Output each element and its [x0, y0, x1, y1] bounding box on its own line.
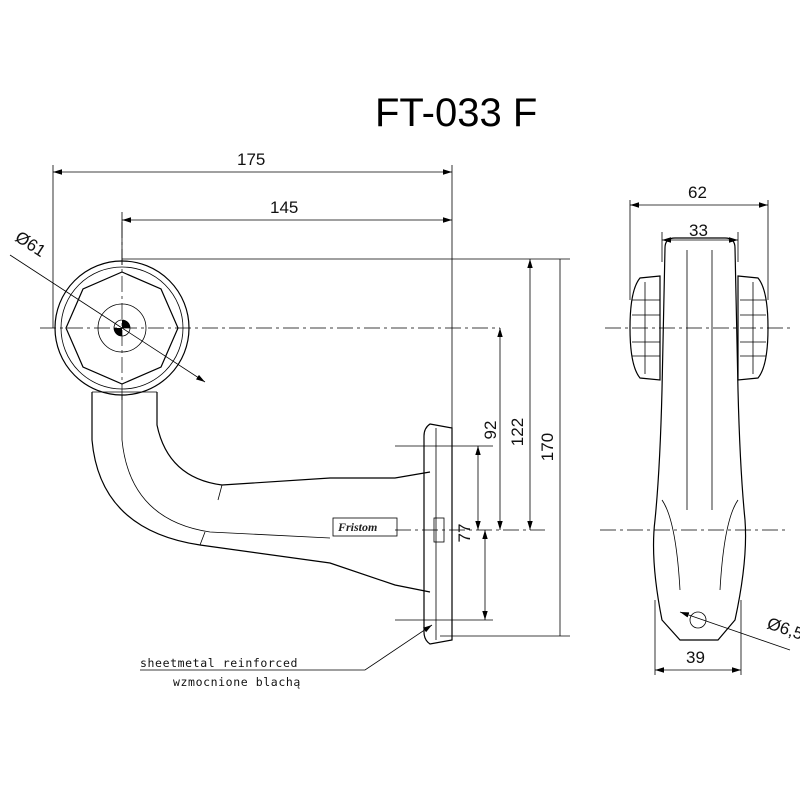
side-body	[652, 237, 747, 641]
dim-lens-width: 33	[689, 221, 708, 240]
side-lens-left	[629, 275, 661, 381]
dim-arm-length: 145	[270, 198, 298, 217]
brand-label: Fristom	[337, 520, 377, 534]
dim-center-height-small: 92	[481, 421, 500, 440]
dim-lens-diameter: Ø61	[12, 227, 49, 260]
drawing-title: FT-033 F	[375, 91, 537, 135]
dim-hole-diameter: Ø6,5	[765, 614, 800, 644]
note-line-1: sheetmetal reinforced	[140, 656, 298, 670]
dim-base-width: 39	[686, 648, 705, 667]
dim-overall-length: 175	[237, 150, 265, 169]
dimension-line-diameter	[9, 254, 206, 383]
dim-overall-height: 170	[538, 433, 557, 461]
dim-mount-height: 77	[455, 524, 474, 543]
dimension-line-hole	[679, 611, 791, 651]
dim-overall-width: 62	[688, 183, 707, 202]
note-line-2: wzmocnione blachą	[173, 675, 301, 689]
side-mount-hole	[689, 611, 707, 629]
side-lens-right	[737, 275, 769, 381]
front-view: Fristom 175 145 Ø61 122 170	[9, 150, 570, 689]
note-leader	[140, 624, 433, 671]
side-view: 62 33 39 Ø6,5	[600, 183, 800, 675]
arm-body: Fristom	[91, 391, 431, 593]
mounting-plate	[423, 423, 453, 645]
dim-center-height-medium: 122	[508, 418, 527, 446]
